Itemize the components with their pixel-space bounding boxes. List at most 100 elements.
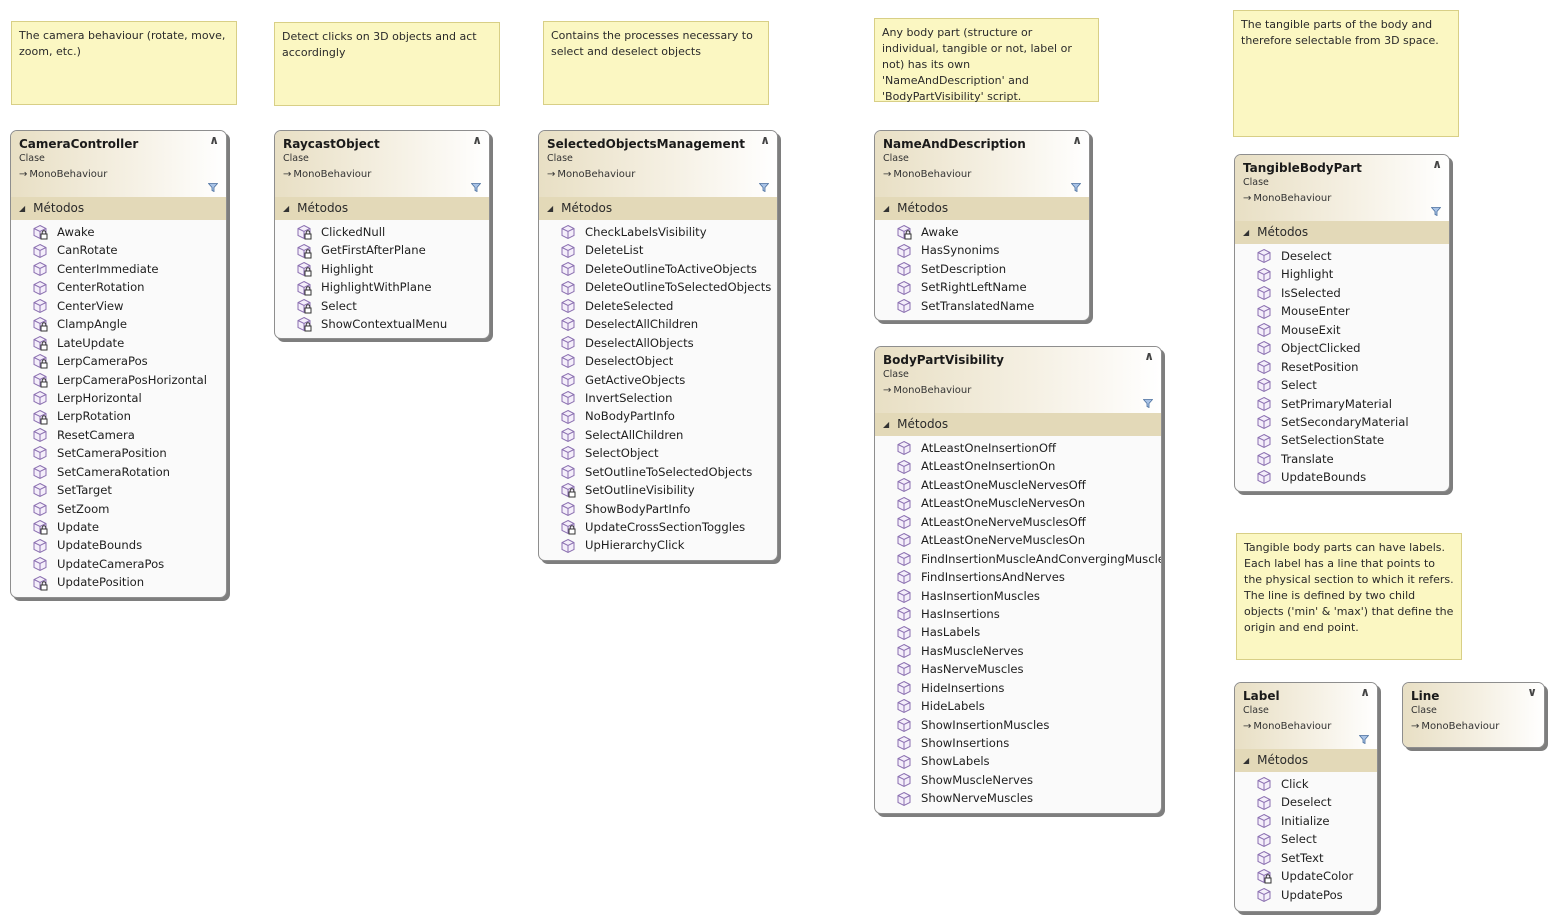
method-item[interactable]: Update — [11, 518, 226, 536]
collapse-triangle-icon[interactable]: ◢ — [1243, 756, 1250, 765]
methods-section-header[interactable]: ◢Métodos — [1235, 221, 1449, 244]
method-item[interactable]: ClampAngle — [11, 315, 226, 333]
method-item[interactable]: ShowInsertions — [875, 734, 1161, 752]
filter-icon[interactable] — [759, 183, 769, 192]
method-item[interactable]: UpHierarchyClick — [539, 536, 777, 554]
method-item[interactable]: HasLabels — [875, 623, 1161, 641]
method-item[interactable]: ResetCamera — [11, 426, 226, 444]
methods-section-header[interactable]: ◢Métodos — [875, 197, 1089, 220]
method-item[interactable]: Click — [1235, 775, 1377, 793]
method-item[interactable]: UpdateCameraPos — [11, 555, 226, 573]
method-item[interactable]: Select — [1235, 830, 1377, 848]
methods-section-header[interactable]: ◢Métodos — [539, 197, 777, 220]
method-item[interactable]: UpdatePos — [1235, 886, 1377, 904]
method-item[interactable]: Initialize — [1235, 812, 1377, 830]
method-item[interactable]: SetTarget — [11, 481, 226, 499]
method-item[interactable]: DeleteSelected — [539, 297, 777, 315]
method-item[interactable]: DeselectAllObjects — [539, 334, 777, 352]
methods-section-header[interactable]: ◢Métodos — [275, 197, 489, 220]
method-item[interactable]: AtLeastOneNerveMusclesOn — [875, 531, 1161, 549]
method-item[interactable]: Awake — [11, 223, 226, 241]
method-item[interactable]: AtLeastOneInsertionOff — [875, 439, 1161, 457]
method-item[interactable]: ShowNerveMuscles — [875, 789, 1161, 807]
method-item[interactable]: AtLeastOneMuscleNervesOn — [875, 494, 1161, 512]
collapse-triangle-icon[interactable]: ◢ — [883, 420, 890, 429]
method-item[interactable]: DeleteOutlineToSelectedObjects — [539, 278, 777, 296]
filter-icon[interactable] — [1143, 399, 1153, 408]
method-item[interactable]: CheckLabelsVisibility — [539, 223, 777, 241]
method-item[interactable]: ShowMuscleNerves — [875, 771, 1161, 789]
method-item[interactable]: LerpCameraPosHorizontal — [11, 371, 226, 389]
method-item[interactable]: UpdatePosition — [11, 573, 226, 591]
method-item[interactable]: SetSecondaryMaterial — [1235, 413, 1449, 431]
method-item[interactable]: UpdateBounds — [1235, 468, 1449, 486]
method-item[interactable]: Awake — [875, 223, 1089, 241]
method-item[interactable]: SetTranslatedName — [875, 297, 1089, 315]
collapse-chevron-icon[interactable]: ∧ — [760, 133, 770, 147]
methods-section-header[interactable]: ◢Métodos — [1235, 749, 1377, 772]
method-item[interactable]: LerpCameraPos — [11, 352, 226, 370]
method-item[interactable]: UpdateBounds — [11, 536, 226, 554]
method-item[interactable]: GetFirstAfterPlane — [275, 241, 489, 259]
method-item[interactable]: HasInsertionMuscles — [875, 587, 1161, 605]
method-item[interactable]: HasInsertions — [875, 605, 1161, 623]
methods-section-header[interactable]: ◢Métodos — [11, 197, 226, 220]
method-item[interactable]: Deselect — [1235, 793, 1377, 811]
method-item[interactable]: IsSelected — [1235, 284, 1449, 302]
method-item[interactable]: DeleteList — [539, 241, 777, 259]
method-item[interactable]: HasSynonims — [875, 241, 1089, 259]
collapse-chevron-icon[interactable]: ∧ — [209, 133, 219, 147]
method-item[interactable]: LerpRotation — [11, 407, 226, 425]
method-item[interactable]: HideInsertions — [875, 679, 1161, 697]
method-item[interactable]: GetActiveObjects — [539, 371, 777, 389]
method-item[interactable]: ShowLabels — [875, 752, 1161, 770]
collapse-chevron-icon[interactable]: ∧ — [1432, 157, 1442, 171]
method-item[interactable]: Select — [275, 297, 489, 315]
method-item[interactable]: SelectObject — [539, 444, 777, 462]
method-item[interactable]: MouseEnter — [1235, 302, 1449, 320]
method-item[interactable]: HasNerveMuscles — [875, 660, 1161, 678]
method-item[interactable]: ShowBodyPartInfo — [539, 500, 777, 518]
collapse-chevron-icon[interactable]: ∧ — [472, 133, 482, 147]
method-item[interactable]: ShowContextualMenu — [275, 315, 489, 333]
method-item[interactable]: ClickedNull — [275, 223, 489, 241]
method-item[interactable]: DeselectObject — [539, 352, 777, 370]
method-item[interactable]: SetOutlineToSelectedObjects — [539, 463, 777, 481]
filter-icon[interactable] — [208, 183, 218, 192]
collapse-chevron-icon[interactable]: ∧ — [1144, 349, 1154, 363]
method-item[interactable]: SetRightLeftName — [875, 278, 1089, 296]
method-item[interactable]: HasMuscleNerves — [875, 642, 1161, 660]
method-item[interactable]: Select — [1235, 376, 1449, 394]
collapse-triangle-icon[interactable]: ◢ — [283, 204, 290, 213]
method-item[interactable]: SetCameraRotation — [11, 463, 226, 481]
method-item[interactable]: AtLeastOneInsertionOn — [875, 457, 1161, 475]
filter-icon[interactable] — [1431, 207, 1441, 216]
method-item[interactable]: CenterImmediate — [11, 260, 226, 278]
method-item[interactable]: AtLeastOneNerveMusclesOff — [875, 513, 1161, 531]
method-item[interactable]: ShowInsertionMuscles — [875, 716, 1161, 734]
method-item[interactable]: SetOutlineVisibility — [539, 481, 777, 499]
collapse-triangle-icon[interactable]: ◢ — [883, 204, 890, 213]
method-item[interactable]: MouseExit — [1235, 321, 1449, 339]
method-item[interactable]: AtLeastOneMuscleNervesOff — [875, 476, 1161, 494]
method-item[interactable]: DeselectAllChildren — [539, 315, 777, 333]
method-item[interactable]: CenterRotation — [11, 278, 226, 296]
method-item[interactable]: HighlightWithPlane — [275, 278, 489, 296]
method-item[interactable]: SetText — [1235, 849, 1377, 867]
collapse-chevron-icon[interactable]: ∧ — [1360, 685, 1370, 699]
method-item[interactable]: ObjectClicked — [1235, 339, 1449, 357]
method-item[interactable]: SetPrimaryMaterial — [1235, 395, 1449, 413]
method-item[interactable]: SetCameraPosition — [11, 444, 226, 462]
collapse-triangle-icon[interactable]: ◢ — [547, 204, 554, 213]
method-item[interactable]: UpdateColor — [1235, 867, 1377, 885]
filter-icon[interactable] — [1359, 735, 1369, 744]
method-item[interactable]: UpdateCrossSectionToggles — [539, 518, 777, 536]
method-item[interactable]: Translate — [1235, 450, 1449, 468]
